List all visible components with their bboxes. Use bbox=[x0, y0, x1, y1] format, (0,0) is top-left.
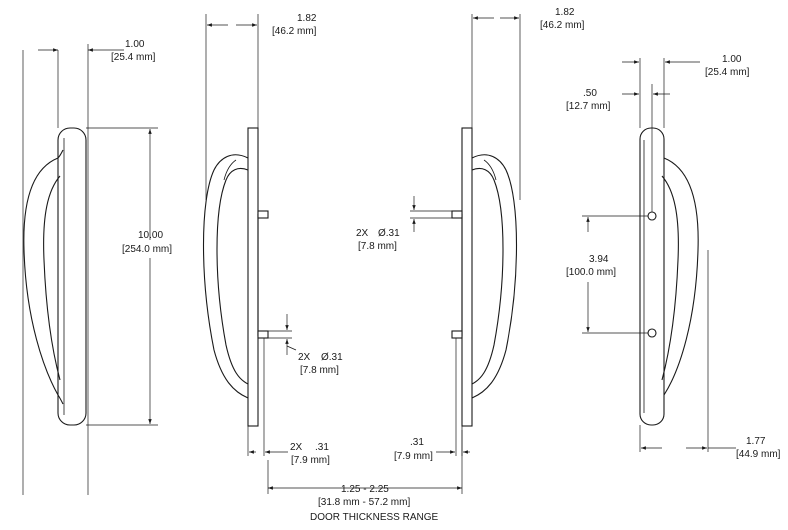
back-depth-metric: [44.9 mm] bbox=[736, 449, 781, 460]
back-screw-hole-top bbox=[647, 211, 657, 221]
front-width-imperial: 1.00 bbox=[125, 39, 145, 50]
front-length-metric: [254.0 mm] bbox=[122, 244, 172, 255]
back-screw-hole-bottom bbox=[647, 328, 657, 338]
side-right-plate bbox=[461, 127, 473, 427]
front-view bbox=[22, 44, 158, 495]
side-right-hole-metric: [7.8 mm] bbox=[358, 241, 397, 252]
side-left-plate bbox=[247, 127, 259, 427]
front-width-metric: [25.4 mm] bbox=[111, 52, 156, 63]
side-left-stud-bottom bbox=[257, 330, 269, 339]
side-right-depth-imperial: 1.82 bbox=[555, 7, 575, 18]
side-right-depth-metric: [46.2 mm] bbox=[540, 20, 585, 31]
back-spacing-imperial: 3.94 bbox=[589, 254, 609, 265]
back-spacing-metric: [100.0 mm] bbox=[566, 267, 616, 278]
front-backplate bbox=[57, 127, 87, 426]
side-left-handle-outer bbox=[202, 154, 249, 399]
front-handle-outer bbox=[23, 157, 59, 396]
side-left-offset-qty: 2X bbox=[290, 442, 303, 453]
side-left-view bbox=[202, 14, 297, 456]
side-left-hole-imperial: Ø.31 bbox=[321, 352, 343, 363]
back-width-metric: [25.4 mm] bbox=[705, 67, 750, 78]
door-thickness-caption: DOOR THICKNESS RANGE bbox=[310, 512, 438, 523]
side-left-hole-qty: 2X bbox=[298, 352, 311, 363]
side-right-handle-inner bbox=[471, 167, 504, 385]
back-width-imperial: 1.00 bbox=[722, 54, 742, 65]
side-right-stud-bottom bbox=[451, 330, 463, 339]
front-length-imperial: 10.00 bbox=[138, 230, 163, 241]
back-half-width-metric: [12.7 mm] bbox=[566, 101, 611, 112]
side-right-handle-outer bbox=[471, 154, 518, 399]
back-handle-outer bbox=[663, 157, 699, 396]
side-left-stud-top bbox=[257, 210, 269, 219]
side-left-hole-metric: [7.8 mm] bbox=[300, 365, 339, 376]
side-right-hole-qty: 2X bbox=[356, 228, 369, 239]
side-left-offset-imperial: .31 bbox=[315, 442, 329, 453]
side-left-depth-imperial: 1.82 bbox=[297, 13, 317, 24]
side-right-offset-metric: [7.9 mm] bbox=[394, 451, 433, 462]
side-right-hole-imperial: Ø.31 bbox=[378, 228, 400, 239]
back-view bbox=[582, 58, 736, 452]
back-half-width-imperial: .50 bbox=[583, 88, 597, 99]
side-right-offset-imperial: .31 bbox=[410, 437, 424, 448]
side-right-stud-top bbox=[451, 210, 463, 219]
front-handle-inner bbox=[43, 175, 61, 381]
side-right-view bbox=[410, 14, 521, 456]
back-depth-imperial: 1.77 bbox=[746, 436, 766, 447]
side-left-depth-metric: [46.2 mm] bbox=[272, 26, 317, 37]
door-thickness-imperial: 1.25 - 2.25 bbox=[341, 484, 389, 495]
door-thickness-metric: [31.8 mm - 57.2 mm] bbox=[318, 497, 410, 508]
back-handle-inner bbox=[661, 175, 679, 381]
side-left-handle-inner bbox=[216, 167, 249, 385]
side-left-offset-metric: [7.9 mm] bbox=[291, 455, 330, 466]
